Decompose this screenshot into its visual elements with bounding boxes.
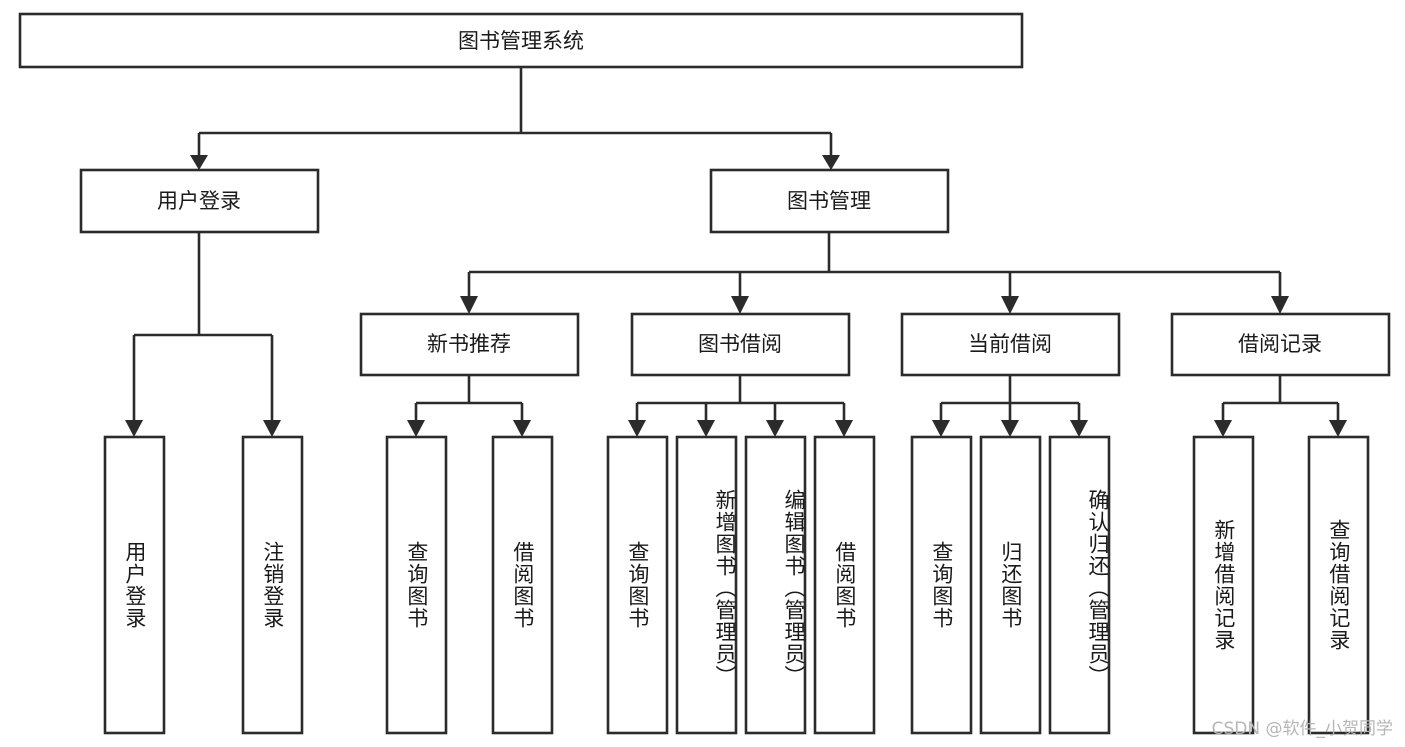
node-root-rect: [18, 12, 1024, 69]
leaf-book-borrow-2[interactable]: [744, 435, 807, 735]
leaf-current-borrow-0[interactable]: [910, 435, 973, 735]
connector-user-login-to-leaves: [125, 232, 281, 437]
leaf-book-borrow-3[interactable]: [813, 435, 876, 735]
connector-borrow-record-to-leaves: [1214, 375, 1347, 437]
node-new-book-recommend-rect: [359, 312, 580, 377]
leaf-new-book-recommend-1-rect: [491, 435, 554, 735]
leaf-new-book-recommend-0-rect: [385, 435, 448, 735]
leaf-book-borrow-3-rect: [813, 435, 876, 735]
node-borrow-record-label: 借阅记录: [1238, 332, 1322, 356]
node-new-book-recommend-label: 新书推荐: [427, 332, 511, 356]
connector-book-management-to-level3: [460, 232, 1289, 314]
leaf-current-borrow-1[interactable]: [979, 435, 1042, 735]
leaf-new-book-recommend-1[interactable]: [491, 435, 554, 735]
leaf-book-borrow-2-rect: [744, 435, 807, 735]
leaf-current-borrow-2[interactable]: [1048, 435, 1111, 735]
leaf-borrow-record-1-rect: [1307, 435, 1370, 735]
leaf-book-borrow-1[interactable]: [675, 435, 738, 735]
node-root[interactable]: 图书管理系统: [18, 12, 1024, 69]
node-book-borrow-label: 图书借阅: [698, 332, 782, 356]
node-current-borrow-rect: [900, 312, 1121, 377]
leaf-user-login-1[interactable]: [241, 435, 304, 735]
leaf-user-login-0[interactable]: [103, 435, 166, 735]
connector-current-borrow-to-leaves: [932, 375, 1088, 437]
node-book-borrow[interactable]: 图书借阅: [630, 312, 851, 377]
node-user-login-label: 用户登录: [157, 189, 241, 213]
leaf-book-borrow-0-rect: [606, 435, 669, 735]
leaf-user-login-0-rect: [103, 435, 166, 735]
leaf-current-borrow-0-rect: [910, 435, 973, 735]
leaf-new-book-recommend-0[interactable]: [385, 435, 448, 735]
leaf-book-borrow-1-rect: [675, 435, 738, 735]
leaf-borrow-record-0-rect: [1192, 435, 1255, 735]
leaf-user-login-1-rect: [241, 435, 304, 735]
leaf-borrow-record-0[interactable]: [1192, 435, 1255, 735]
node-book-management-label: 图书管理: [787, 189, 871, 213]
node-root-label: 图书管理系统: [458, 29, 584, 53]
node-user-login[interactable]: 用户登录: [79, 168, 320, 234]
node-borrow-record[interactable]: 借阅记录: [1170, 312, 1391, 377]
leaf-current-borrow-2-rect: [1048, 435, 1111, 735]
connector-new-book-recommend-to-leaves: [407, 375, 531, 437]
leaf-current-borrow-1-rect: [979, 435, 1042, 735]
node-new-book-recommend[interactable]: 新书推荐: [359, 312, 580, 377]
node-book-management[interactable]: 图书管理: [709, 168, 950, 234]
connector-root-to-level2: [190, 67, 840, 170]
node-current-borrow-label: 当前借阅: [968, 332, 1052, 356]
leaf-book-borrow-0[interactable]: [606, 435, 669, 735]
leaf-borrow-record-1[interactable]: [1307, 435, 1370, 735]
node-current-borrow[interactable]: 当前借阅: [900, 312, 1121, 377]
connector-book-borrow-to-leaves: [628, 375, 853, 437]
node-user-login-rect: [79, 168, 320, 234]
